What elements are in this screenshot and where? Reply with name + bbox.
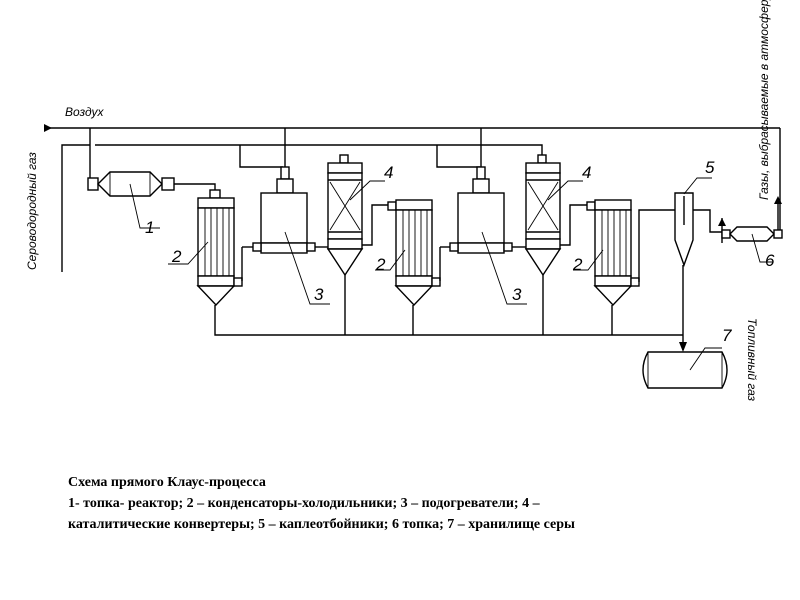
- gas-distribution-line: [61, 144, 543, 272]
- heater-3b: [439, 166, 527, 305]
- label-2a: 2: [171, 247, 182, 266]
- label-2b: 2: [375, 255, 386, 274]
- air-label: Воздух: [65, 105, 104, 119]
- process-flow-diagram: Воздух Сероводородный газ Топливный газ …: [25, 0, 783, 402]
- figure-caption: Схема прямого Клаус-процесса 1- топка- р…: [68, 472, 768, 535]
- label-3b: 3: [512, 285, 522, 304]
- label-4a: 4: [384, 163, 393, 182]
- condenser-2c: [573, 199, 640, 307]
- converter-4b: [524, 154, 587, 277]
- h2s-gas-label: Сероводородный газ: [25, 152, 39, 270]
- label-3a: 3: [314, 285, 324, 304]
- separator-5: [638, 177, 722, 282]
- condenser-2b: [375, 199, 441, 307]
- exhaust-gas-label: Газы, выбрасываемые в атмосферу: [757, 0, 771, 200]
- furnace-reactor-1: [87, 171, 216, 229]
- label-7: 7: [722, 326, 732, 345]
- label-5: 5: [705, 158, 715, 177]
- converter-4a: [326, 154, 388, 277]
- fuel-gas-label: Топливный газ: [745, 318, 759, 402]
- label-6: 6: [765, 251, 775, 270]
- heater-3a: [241, 166, 330, 305]
- label-1: 1: [145, 218, 154, 237]
- furnace-6: [718, 196, 783, 263]
- label-2c: 2: [572, 255, 583, 274]
- caption-title: Схема прямого Клаус-процесса: [68, 475, 266, 490]
- air-inlet-arrow: [44, 124, 52, 132]
- sulfur-storage-7: [642, 347, 728, 389]
- caption-legend-line-2: каталитические конвертеры; 5 – каплеотбо…: [68, 517, 575, 532]
- label-4b: 4: [582, 163, 591, 182]
- caption-legend-line-1: 1- топка- реактор; 2 – конденсаторы-холо…: [68, 496, 540, 511]
- condenser-2a: [168, 189, 243, 307]
- storage-inlet-arrow: [679, 342, 687, 352]
- sulfur-collection-line: [214, 275, 683, 336]
